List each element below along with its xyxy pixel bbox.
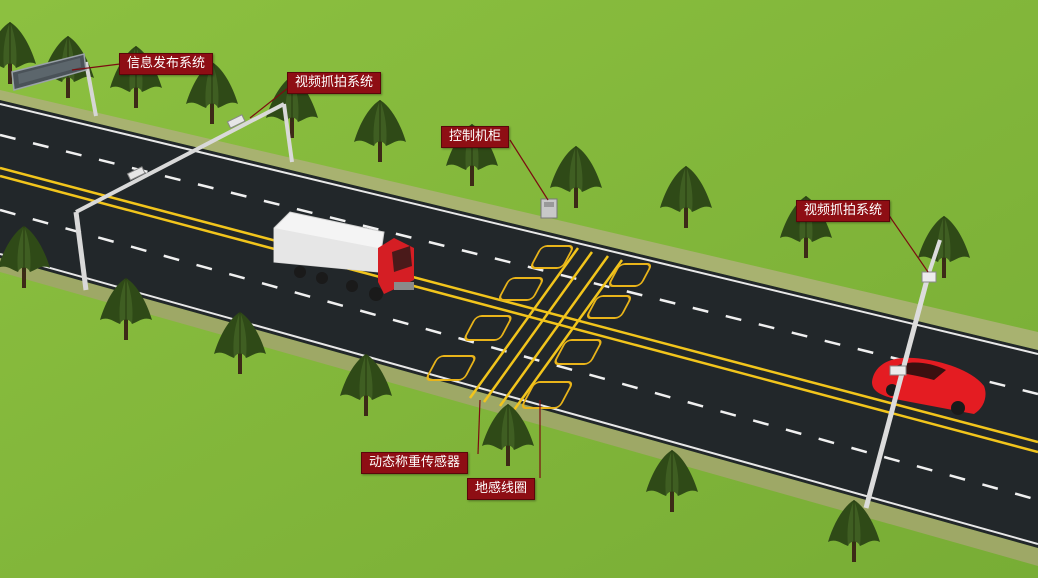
ground-loops (426, 245, 651, 409)
road-shoulder-top (0, 90, 1038, 350)
label-weigh-sensor: 动态称重传感器 (361, 452, 469, 474)
road-edge-line-top (0, 103, 1038, 355)
lane-dash-line-1 (0, 133, 1038, 396)
camera-pole-left (73, 102, 294, 291)
road-edge-line-bottom (0, 253, 1038, 545)
label-info-release-system: 信息发布系统 (119, 53, 214, 75)
label-video-capture-right: 视频抓拍系统 (796, 200, 891, 222)
camera-icon (889, 365, 907, 376)
center-yellow-line-1 (0, 166, 1038, 444)
label-control-cabinet: 控制机柜 (441, 126, 510, 148)
label-ground-loop: 地感线圈 (467, 478, 536, 500)
lane-dash-line-2 (0, 208, 1038, 502)
road-surface (0, 100, 1038, 548)
road-shoulder-bottom (0, 258, 1038, 566)
camera-icon (226, 114, 246, 129)
label-leaders (71, 63, 929, 478)
label-video-capture-left: 视频抓拍系统 (287, 72, 382, 94)
center-yellow-line-2 (0, 174, 1038, 454)
camera-icon (921, 271, 937, 283)
truck-icon (273, 211, 414, 301)
sign-board-icon (11, 53, 98, 117)
cabinet-icon (540, 198, 558, 219)
camera-pole-right (863, 239, 942, 509)
camera-icon (126, 166, 146, 181)
weigh-sensor-strips (468, 247, 624, 411)
